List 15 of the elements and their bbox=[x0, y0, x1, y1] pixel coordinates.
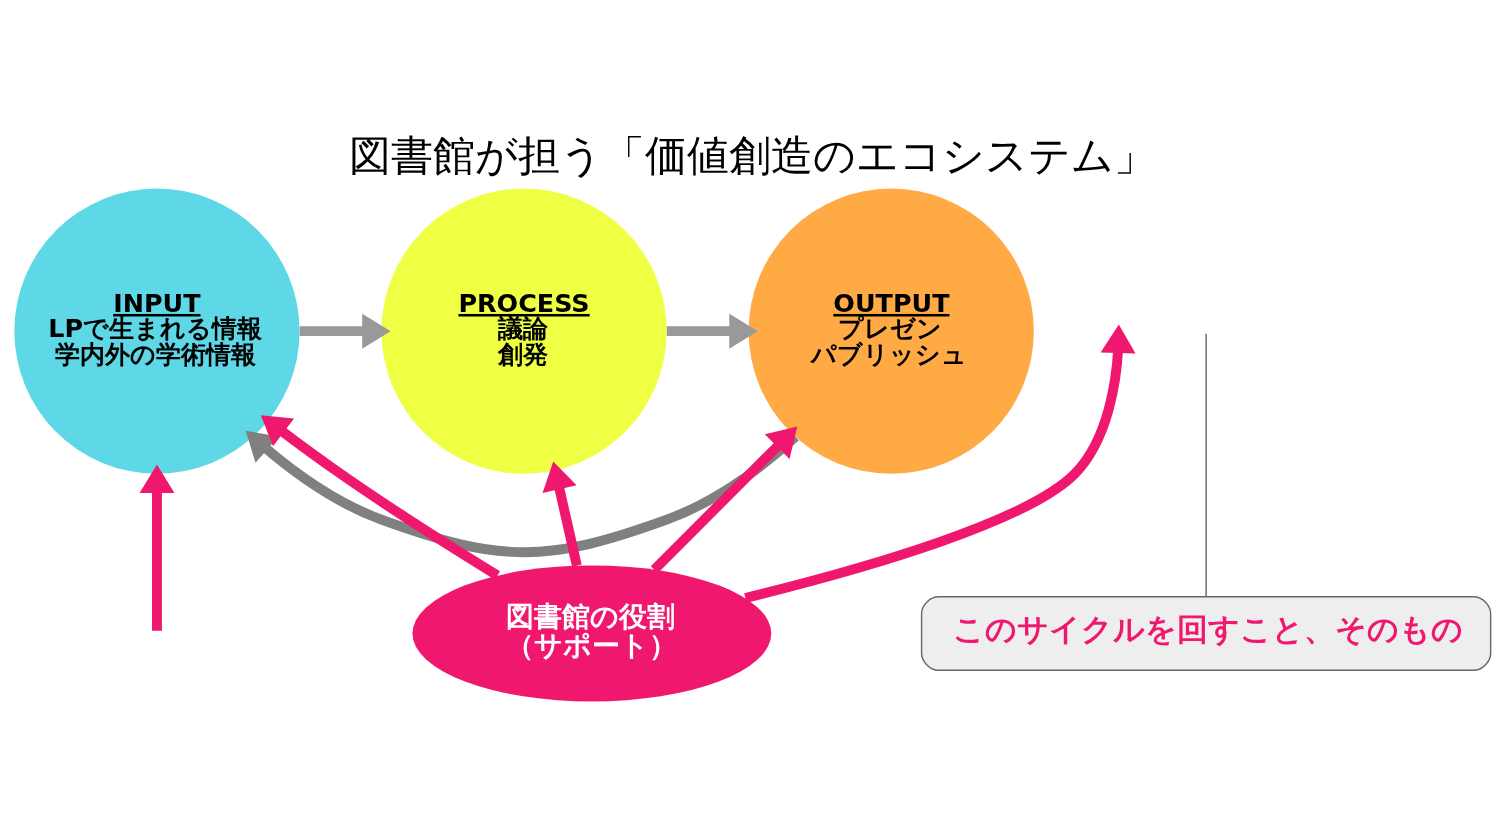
diagram-title: 図書館が担う「価値創造のエコシステム」 bbox=[349, 130, 1156, 180]
node-circle: OUTPUT プレゼン パブリッシュ bbox=[748, 188, 1034, 474]
arrow bbox=[542, 460, 582, 567]
arrow bbox=[245, 430, 799, 557]
arrow bbox=[666, 313, 758, 349]
connector bbox=[1205, 332, 1207, 597]
arrow bbox=[260, 414, 500, 580]
arrow bbox=[744, 323, 1136, 603]
arrow bbox=[650, 426, 798, 573]
arrow bbox=[139, 464, 175, 631]
arrow bbox=[299, 313, 391, 349]
node-ellipse: 図書館の役割 （サポート） bbox=[412, 564, 772, 701]
node-circle: PROCESS 議論 創発 bbox=[381, 188, 667, 474]
node-circle: INPUT LPで生まれる情報 学内外の学術情報 bbox=[14, 188, 300, 474]
node-box: このサイクルを回すこと、そのもの bbox=[920, 595, 1492, 671]
